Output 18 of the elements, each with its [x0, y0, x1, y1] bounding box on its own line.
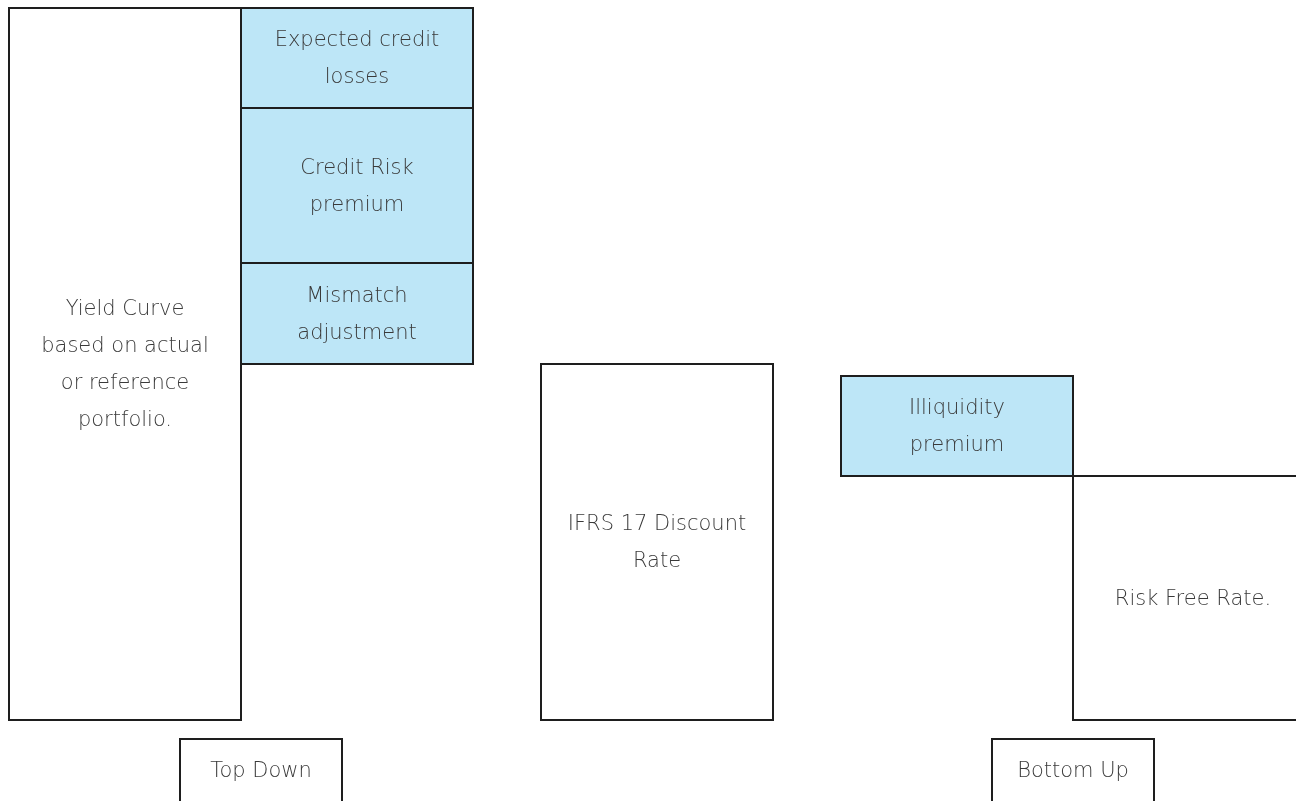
box-label: Risk Free Rate.	[1114, 584, 1272, 612]
box-label: Top Down	[210, 756, 312, 784]
box-label: Yield Curve based on actual or reference portfolio.	[40, 295, 210, 433]
box-label: Bottom Up	[1017, 756, 1129, 784]
box-label: Illiquidity premium	[908, 394, 1006, 458]
outlined-box	[179, 738, 343, 801]
outlined-box	[8, 7, 242, 721]
outlined-box	[991, 738, 1155, 801]
box-label: Mismatch adjustment	[296, 281, 418, 346]
outlined-box	[540, 363, 774, 721]
shaded-box	[240, 107, 474, 264]
box-label: IFRS 17 Discount Rate	[566, 510, 748, 574]
shaded-box	[240, 262, 474, 365]
shaded-box	[240, 7, 474, 109]
box-label: Credit Risk premium	[299, 153, 415, 218]
box-label: Expected credit losses	[273, 26, 441, 90]
shaded-box	[840, 375, 1074, 477]
outlined-box	[1072, 475, 1296, 721]
